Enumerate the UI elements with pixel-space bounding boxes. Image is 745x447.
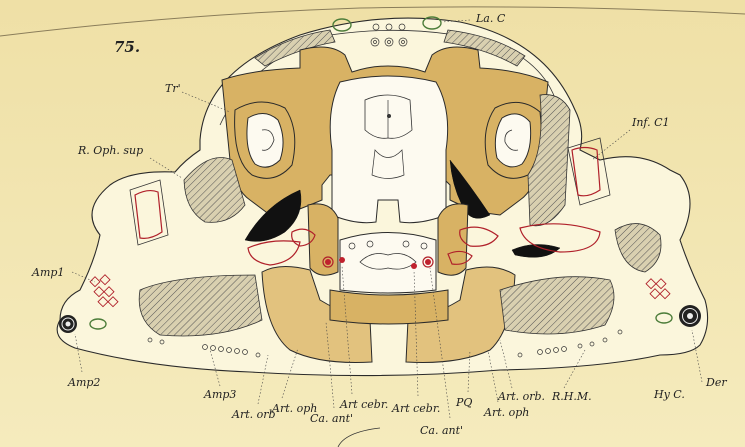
- labyrinth-right: [495, 114, 530, 167]
- label-inf-c: Inf. C1: [631, 116, 670, 129]
- carotid-right: [425, 259, 431, 265]
- basal-plate: [330, 290, 448, 324]
- carotid-left: [325, 259, 331, 265]
- label-art-orb-left: Art. orb: [231, 408, 276, 421]
- label-la-c: La. C: [475, 12, 506, 25]
- label-amp1: Amp1: [31, 266, 64, 279]
- cerebral-artery-left: [339, 257, 345, 263]
- label-ca-ant-right: Ca. ant': [420, 424, 463, 437]
- label-amp2: Amp2: [67, 376, 100, 389]
- central-canal: [387, 114, 391, 118]
- label-hy-c: Hy C.: [653, 388, 685, 401]
- label-rhm: R.H.M.: [551, 390, 592, 403]
- label-art-orb-right: Art. orb.: [497, 390, 545, 403]
- ventral-muscle-right: [500, 277, 614, 334]
- sense-organ-left: [59, 315, 77, 333]
- figure-number: 75.: [114, 38, 140, 56]
- label-amp3: Amp3: [203, 388, 236, 401]
- cerebral-artery-right: [411, 263, 417, 269]
- label-art-oph-right: Art. oph: [483, 406, 529, 419]
- sense-organ-right: [679, 305, 701, 327]
- label-art-cebr-left: Art cebr.: [339, 398, 388, 411]
- label-art-cebr-right: Art cebr.: [391, 402, 440, 415]
- label-tr: Tr': [165, 82, 181, 95]
- ventral-muscle-left: [139, 275, 262, 336]
- labyrinth-left: [247, 113, 283, 167]
- label-pq: PQ: [455, 396, 472, 409]
- hypophysis-cavity: [340, 233, 436, 294]
- label-ca-ant-left: Ca. ant': [310, 412, 353, 425]
- label-r-oph-sup: R. Oph. sup: [77, 144, 143, 157]
- label-der: Der: [705, 376, 727, 389]
